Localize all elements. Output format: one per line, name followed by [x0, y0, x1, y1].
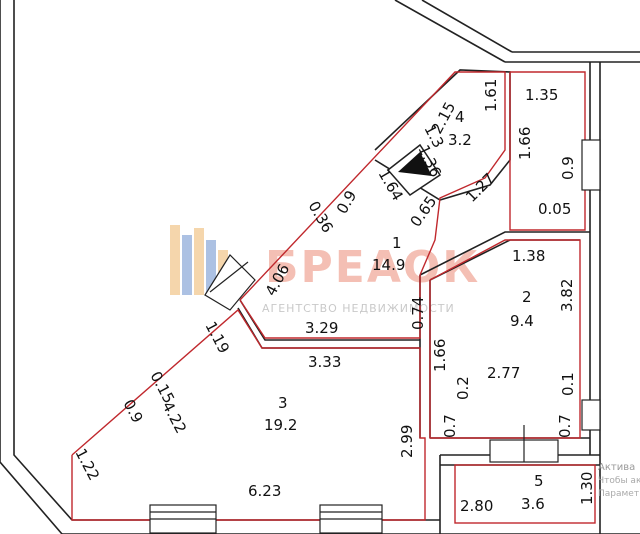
dim-label: 6.23 — [248, 482, 281, 500]
dim-label: 0.65 — [407, 193, 441, 231]
room-3-number: 3 — [278, 394, 288, 412]
room-1-area: 14.9 — [372, 256, 405, 274]
dim-label: 4.22 — [158, 398, 190, 436]
dim-label: 0.9 — [119, 396, 146, 426]
os-activation-notice: Актива Чтобы ак Парамет — [598, 462, 640, 499]
watermark-tagline: АГЕНТСТВО НЕДВИЖИМОСТИ — [262, 302, 455, 315]
room-4-area: 3.2 — [448, 131, 472, 149]
os-notice-line1: Актива — [598, 462, 635, 473]
vent-shaft — [386, 143, 442, 196]
os-notice-line3: Парамет — [598, 489, 639, 499]
dim-label: 0.74 — [409, 297, 427, 330]
room-4-number: 4 — [455, 108, 465, 126]
room-5-area: 3.6 — [521, 495, 545, 513]
watermark: БРЕАОК АГЕНТСТВО НЕДВИЖИМОСТИ — [170, 225, 480, 315]
os-notice-line2: Чтобы ак — [598, 476, 640, 486]
dim-label: 2.80 — [460, 497, 493, 515]
room-3-area: 19.2 — [264, 416, 297, 434]
dim-label: 1.30 — [578, 472, 596, 505]
dim-label: 0.05 — [538, 200, 571, 218]
room-2-number: 2 — [522, 288, 532, 306]
windows — [149, 139, 601, 534]
dim-label: 0.7 — [441, 414, 459, 438]
diagonal-railing — [204, 254, 256, 311]
dim-label: 2.99 — [398, 425, 416, 458]
dim-label: 3.33 — [308, 353, 341, 371]
room-1-number: 1 — [392, 234, 402, 252]
dim-label: 0.9 — [333, 187, 361, 217]
dim-label: 1.66 — [516, 127, 534, 160]
dim-label: 3.29 — [305, 319, 338, 337]
dim-label: 1.38 — [512, 247, 545, 265]
watermark-brand: БРЕАОК — [265, 242, 480, 293]
dim-label: 1.66 — [431, 339, 449, 372]
dim-label: 0.9 — [559, 156, 577, 180]
room-labels: 1 14.9 2 9.4 3 19.2 4 3.2 5 3.6 — [264, 108, 545, 513]
dim-label: 1.61 — [482, 79, 500, 112]
dim-label: 1.35 — [525, 86, 558, 104]
room-5-number: 5 — [534, 472, 544, 490]
dim-label: 2.77 — [487, 364, 520, 382]
room-2-area: 9.4 — [510, 312, 534, 330]
dim-label: 0.2 — [454, 376, 472, 400]
dim-label: 0.1 — [559, 372, 577, 396]
dim-label: 1.22 — [71, 445, 103, 483]
dim-label: 1.27 — [462, 169, 498, 205]
dim-label: 0.36 — [305, 198, 337, 236]
dim-label: 0.7 — [556, 414, 574, 438]
dim-label: 3.82 — [558, 279, 576, 312]
